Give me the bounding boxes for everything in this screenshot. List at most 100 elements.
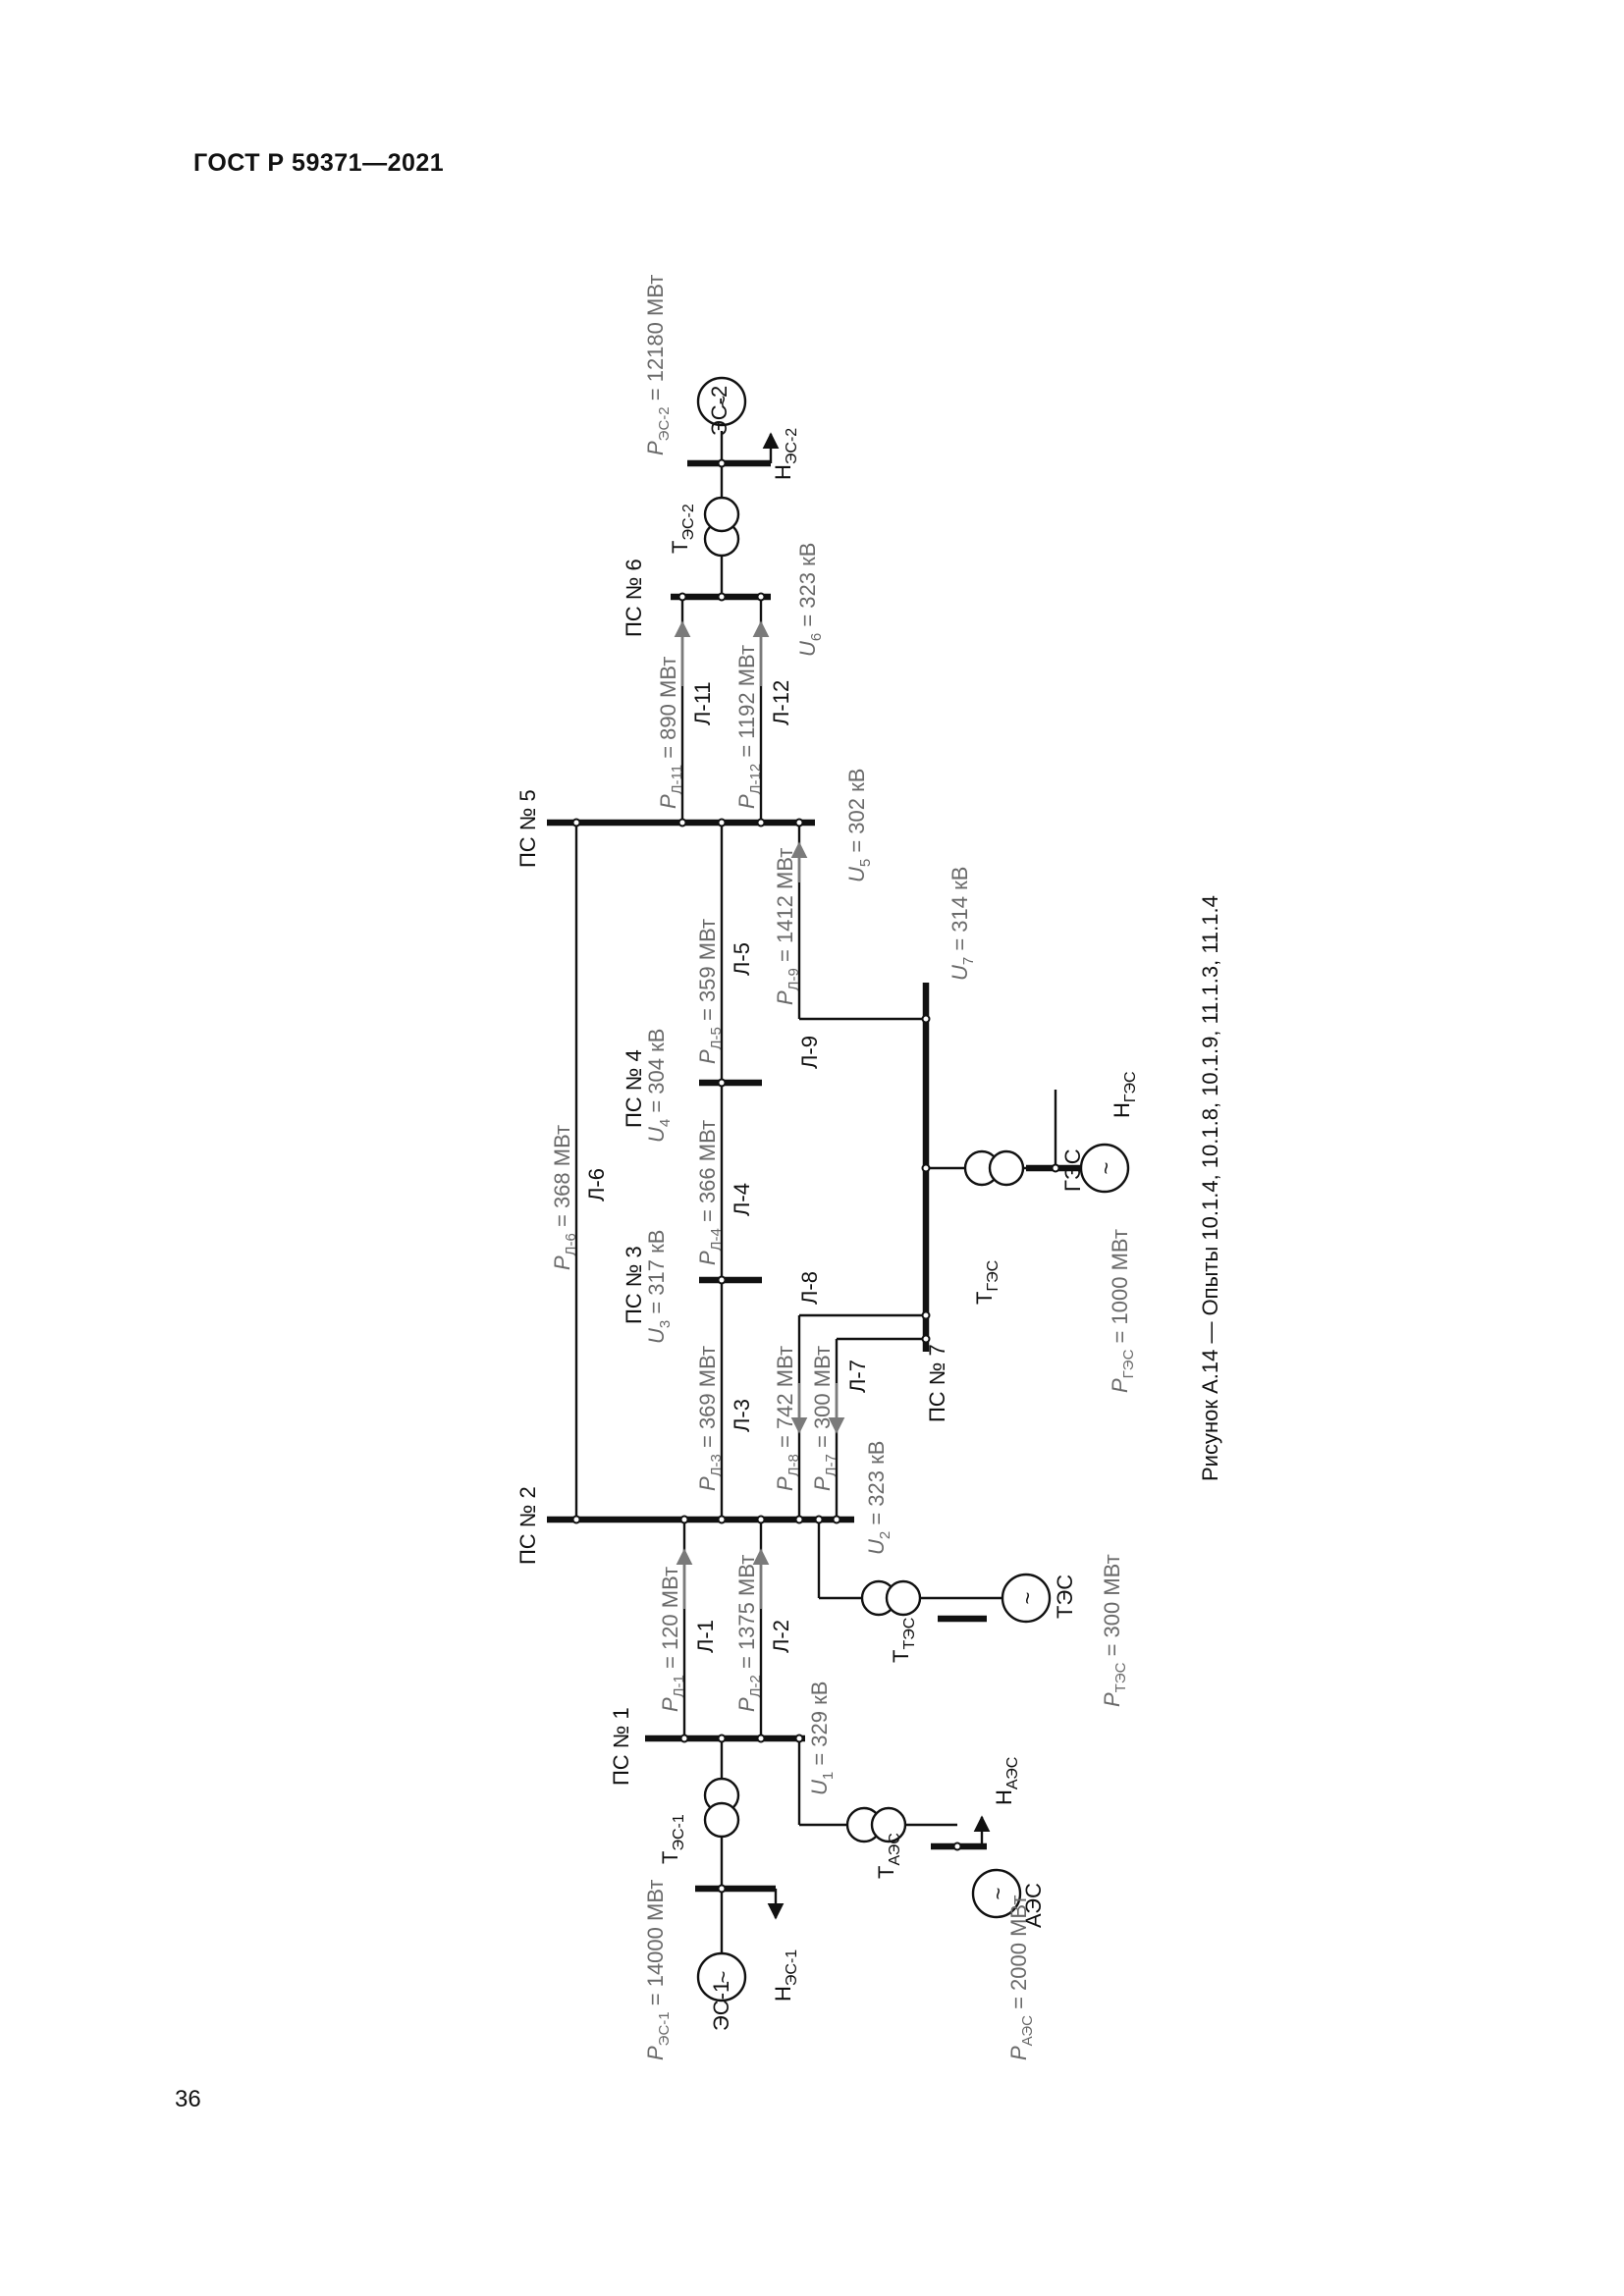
generator-aes-symbol: ~ [986, 1888, 1010, 1900]
label-ps5: ПС № 5 [515, 789, 540, 868]
label-l12: Л-12 [769, 680, 793, 725]
diagram-body: ~ ~ ~ ~ ~ ПС № 1 ПС № 2 ПС № 3 ПС № 4 ПС… [515, 275, 1222, 2060]
label-t-ges: ТГЭС [972, 1260, 1001, 1305]
node [717, 1275, 727, 1285]
label-n-ges: НГЭС [1110, 1071, 1139, 1118]
generator-aes-icon [971, 1868, 1022, 1919]
generator-es2-symbol: ~ [711, 396, 735, 408]
generator-es1-icon [696, 1951, 747, 2002]
label-n-es1: НЭС-1 [771, 1949, 800, 2002]
node [921, 1163, 931, 1173]
label-t-es2: ТЭС-2 [668, 504, 697, 554]
label-l1: Л-1 [693, 1620, 718, 1653]
power-l7: PЛ-7 = 300 МВт [810, 1346, 839, 1491]
voltage-u5: U5 = 302 кВ [844, 769, 874, 882]
transformer-t-es2-ring-b [703, 496, 740, 533]
node [756, 1734, 766, 1743]
label-ps3: ПС № 3 [622, 1246, 646, 1324]
label-n-aes: НАЭС [992, 1757, 1021, 1805]
label-tes: ТЭС [1053, 1575, 1077, 1619]
label-es1: ЭС-1 [709, 1981, 733, 2031]
node [832, 1515, 841, 1524]
label-ps2: ПС № 2 [515, 1486, 540, 1565]
label-l3: Л-3 [730, 1399, 754, 1432]
power-l9: PЛ-9 = 1412 МВт [773, 848, 802, 1005]
label-ges: ГЭС [1060, 1148, 1085, 1192]
generator-tes-icon [1001, 1573, 1052, 1624]
label-l9: Л-9 [797, 1036, 822, 1069]
label-n-es2: НЭС-2 [771, 428, 800, 480]
node [717, 458, 727, 468]
node [571, 1515, 581, 1524]
node [717, 818, 727, 828]
transformer-t-es1-ring-b [703, 1801, 740, 1839]
power-l8: PЛ-8 = 742 МВт [773, 1346, 802, 1491]
power-l3: PЛ-3 = 369 МВт [695, 1346, 725, 1491]
generator-ges-icon [1079, 1143, 1130, 1194]
label-l2: Л-2 [769, 1620, 793, 1653]
label-es2: ЭС-2 [707, 386, 731, 436]
power-l5: PЛ-5 = 359 МВт [695, 919, 725, 1064]
node [794, 818, 804, 828]
power-l2: PЛ-2 = 1375 МВт [734, 1555, 764, 1712]
power-tes: PТЭС = 300 МВт [1100, 1554, 1129, 1707]
power-es2: PЭС-2 = 12180 МВт [643, 275, 673, 455]
generator-es1-symbol: ~ [711, 1971, 735, 1984]
node [814, 1515, 824, 1524]
transformer-t-aes-ring-b [870, 1806, 907, 1843]
voltage-u2: U2 = 323 кВ [864, 1441, 893, 1555]
node [794, 1734, 804, 1743]
label-l7: Л-7 [845, 1360, 870, 1393]
label-ps7: ПС № 7 [925, 1344, 949, 1422]
node [677, 818, 687, 828]
node [756, 592, 766, 602]
voltage-u1: U1 = 329 кВ [807, 1682, 837, 1795]
node [679, 1734, 689, 1743]
node [921, 1310, 931, 1320]
node [952, 1842, 962, 1851]
node [756, 818, 766, 828]
node [677, 592, 687, 602]
power-l6: PЛ-6 = 368 МВт [550, 1125, 579, 1270]
voltage-u7: U7 = 314 кВ [947, 867, 977, 981]
power-l11: PЛ-11 = 890 МВт [656, 657, 685, 809]
node [756, 1515, 766, 1524]
node [717, 1078, 727, 1088]
voltage-u4: U4 = 304 кВ [644, 1029, 674, 1143]
label-l6: Л-6 [584, 1168, 609, 1201]
label-ps1: ПС № 1 [609, 1707, 633, 1786]
generator-es2-icon [696, 376, 747, 427]
power-ges: PГЭС = 1000 МВт [1108, 1229, 1137, 1393]
node [717, 1884, 727, 1894]
label-l11: Л-11 [690, 681, 715, 725]
power-l12: PЛ-12 = 1192 МВт [734, 645, 764, 809]
power-l4: PЛ-4 = 366 МВт [695, 1120, 725, 1265]
label-ps6: ПС № 6 [622, 559, 646, 637]
transformer-t-tes-ring-b [885, 1579, 922, 1617]
node [571, 818, 581, 828]
label-t-aes: ТАЭС [874, 1833, 903, 1879]
voltage-u3: U3 = 317 кВ [644, 1230, 674, 1344]
node [921, 1334, 931, 1344]
label-ps4: ПС № 4 [622, 1049, 646, 1128]
label-l5: Л-5 [730, 942, 754, 976]
power-aes: PАЭС = 2000 МВт [1006, 1896, 1036, 2060]
node [921, 1014, 931, 1024]
transformer-t-ges-ring-b [988, 1149, 1025, 1187]
node [717, 1515, 727, 1524]
label-aes: АЭС [1021, 1883, 1046, 1928]
node [679, 1515, 689, 1524]
node [717, 592, 727, 602]
document-header: ГОСТ Р 59371—2021 [193, 149, 445, 177]
generator-ges-symbol: ~ [1094, 1162, 1118, 1175]
power-l1: PЛ-1 = 120 МВт [658, 1567, 687, 1712]
page-number: 36 [175, 2086, 201, 2112]
label-l4: Л-4 [730, 1183, 754, 1216]
label-l8: Л-8 [797, 1271, 822, 1305]
generator-tes-symbol: ~ [1015, 1592, 1040, 1605]
voltage-u6: U6 = 323 кВ [795, 543, 825, 657]
node [1051, 1163, 1060, 1173]
label-t-es1: ТЭС-1 [658, 1814, 687, 1864]
node [717, 1734, 727, 1743]
